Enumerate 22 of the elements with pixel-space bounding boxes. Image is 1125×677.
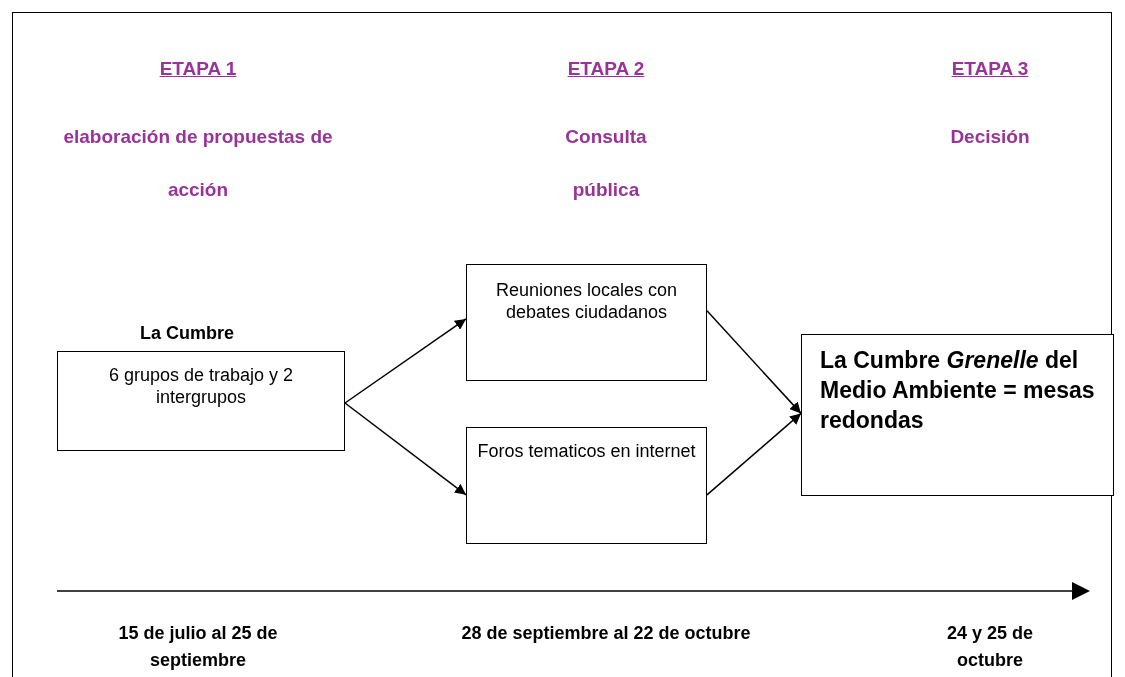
process-box <box>57 351 345 451</box>
stage-description: Consulta pública <box>564 125 648 202</box>
box-text: Foros tematicos en internet <box>476 440 697 463</box>
stage-title: ETAPA 1 <box>158 57 238 81</box>
box-text: La Cumbre Grenelle del Medio Ambiente = mesas redondas <box>819 346 1096 435</box>
date-range: 24 y 25 de octubre <box>945 622 1035 672</box>
arrow <box>344 402 467 496</box>
box-text: Reuniones locales con debates ciudadanos <box>494 279 679 324</box>
process-box <box>466 427 707 544</box>
arrow <box>706 310 802 415</box>
date-range: 28 de septiembre al 22 de octubre <box>460 622 752 645</box>
date-range: 15 de julio al 25 de septiembre <box>117 622 279 672</box>
group-heading: La Cumbre <box>139 323 235 344</box>
stage-title: ETAPA 2 <box>566 57 646 81</box>
box-text: 6 grupos de trabajo y 2 intergrupos <box>107 364 295 409</box>
arrow <box>344 318 467 404</box>
stage-title: ETAPA 3 <box>950 57 1030 81</box>
arrow <box>706 412 802 496</box>
process-box <box>801 334 1114 496</box>
process-box <box>466 264 707 381</box>
stage-description: elaboración de propuestas de acción <box>62 125 334 202</box>
stage-description: Decisión <box>949 125 1031 149</box>
